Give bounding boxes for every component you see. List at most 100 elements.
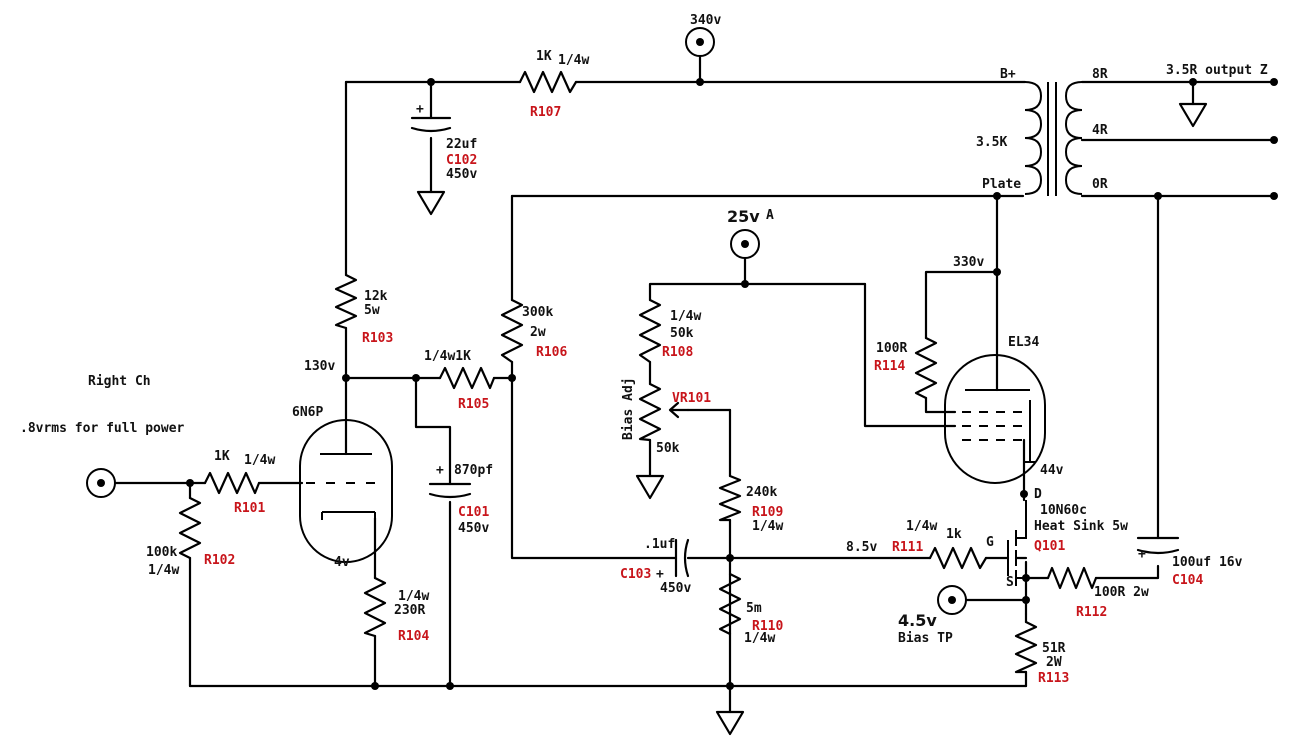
sensitivity-label: .8vrms for full power: [20, 421, 185, 436]
r111-value: 1k: [946, 527, 962, 542]
c104-polarity: +: [1138, 547, 1146, 562]
r106-ref: R106: [536, 345, 567, 360]
bias-tp-voltage: 4.5v: [898, 611, 937, 630]
r110-ref: R110: [752, 619, 783, 634]
transformer-tap-0: 0R: [1092, 177, 1108, 192]
driver-cathode-voltage: 4v: [334, 555, 350, 570]
ground-icon: [1178, 102, 1208, 128]
capacitor-c101: [428, 482, 472, 499]
resistor-r108: [638, 298, 662, 364]
mosfet-gate-label: G: [986, 535, 994, 550]
vr101-ref: VR101: [672, 391, 711, 406]
c103-ref: C103: [620, 567, 651, 582]
output-plate-voltage: 330v: [953, 255, 984, 270]
c102-ref: C102: [446, 153, 477, 168]
resistor-r103: [334, 273, 358, 330]
r110-value: 5m: [746, 601, 762, 616]
r104-value: 230R: [394, 603, 425, 618]
capacitors: [410, 116, 1180, 578]
r101-ref: R101: [234, 501, 265, 516]
output-impedance-note: 3.5R output Z: [1166, 63, 1268, 78]
r105-label: 1/4w1K: [424, 349, 471, 364]
test-point-a: [730, 229, 760, 259]
transformer-bplus: B+: [1000, 67, 1016, 82]
r105-ref: R105: [458, 397, 489, 412]
labels: Right Ch .8vrms for full power 340v 25v …: [20, 13, 1268, 670]
r108-ref: R108: [662, 345, 693, 360]
resistor-r107: [518, 70, 578, 94]
tp-a-letter: A: [766, 208, 774, 223]
r101-value: 1K: [214, 449, 230, 464]
r108-rating: 1/4w: [670, 309, 701, 324]
r104-ref: R104: [398, 629, 429, 644]
ground-icon: [715, 710, 745, 736]
r102-ref: R102: [204, 553, 235, 568]
vr101-value: 50k: [656, 441, 680, 456]
r109-rating: 1/4w: [752, 519, 783, 534]
output-transformer: [1024, 81, 1083, 196]
c103-polarity: +: [656, 567, 664, 582]
c101-ref: C101: [458, 505, 489, 520]
output-tube-label: EL34: [1008, 335, 1039, 350]
r107-ref: R107: [530, 105, 561, 120]
vr101-label: Bias Adj: [621, 377, 636, 440]
c102-rating: 450v: [446, 167, 477, 182]
resistor-r114: [914, 336, 938, 400]
r113-rating: 2W: [1046, 655, 1062, 670]
capacitor-c103: [674, 538, 690, 578]
r102-rating: 1/4w: [148, 563, 179, 578]
resistors: [178, 70, 1098, 674]
r107-value: 1K: [536, 49, 552, 64]
ground-symbols: [416, 102, 1208, 736]
q101-ref: Q101: [1034, 539, 1065, 554]
mosfet-q101: [1007, 500, 1028, 586]
capacitor-c104: [1136, 536, 1180, 555]
ground-icon: [416, 190, 446, 216]
r113-value: 51R: [1042, 641, 1066, 656]
mosfet-part: 10N60c: [1040, 503, 1087, 518]
c103-value: .1uf: [644, 537, 675, 552]
resistor-r102: [178, 496, 202, 560]
r112-ref: R112: [1076, 605, 1107, 620]
transformer-impedance: 3.5K: [976, 135, 1007, 150]
transformer-plate: Plate: [982, 177, 1021, 192]
r109-value: 240k: [746, 485, 777, 500]
c102-value: 22uf: [446, 137, 477, 152]
wires: [113, 54, 1278, 714]
r113-ref: R113: [1038, 671, 1069, 686]
driver-tube-label: 6N6P: [292, 405, 323, 420]
r103-rating: 5w: [364, 303, 380, 318]
mosfet-drain-label: D: [1034, 487, 1042, 502]
bias-tp-label: Bias TP: [898, 631, 953, 646]
c103-rating: 450v: [660, 581, 691, 596]
r111-ref: R111: [892, 540, 923, 555]
resistor-r110: [718, 572, 742, 636]
test-point-340v: [685, 27, 715, 57]
c104-ref: C104: [1172, 573, 1203, 588]
mosfet-note: Heat Sink 5w: [1034, 519, 1128, 534]
driver-tube-6n6p: [299, 418, 393, 563]
r112-label: 100R 2w: [1094, 585, 1149, 600]
c101-rating: 450v: [458, 521, 489, 536]
r103-value: 12k: [364, 289, 388, 304]
resistor-r109: [718, 474, 742, 522]
r108-value: 50k: [670, 326, 694, 341]
r101-rating: 1/4w: [244, 453, 275, 468]
channel-label: Right Ch: [88, 374, 151, 389]
resistor-r111: [928, 546, 988, 570]
transformer-tap-4: 4R: [1092, 123, 1108, 138]
test-point-bias: [937, 585, 967, 615]
c101-value: 870pf: [454, 463, 493, 478]
r114-value: 100R: [876, 341, 907, 356]
test-points: [86, 27, 967, 615]
resistor-r105: [438, 366, 496, 390]
c101-polarity: +: [436, 463, 444, 478]
r114-ref: R114: [874, 359, 905, 374]
c104-label: 100uf 16v: [1172, 555, 1243, 570]
capacitor-c102: [410, 116, 452, 133]
output-cathode-voltage: 44v: [1040, 463, 1064, 478]
ground-icon: [635, 474, 665, 500]
wiper-arrow-icon: [668, 401, 690, 419]
supply-voltage: 340v: [690, 13, 721, 28]
resistor-r101: [203, 471, 261, 495]
